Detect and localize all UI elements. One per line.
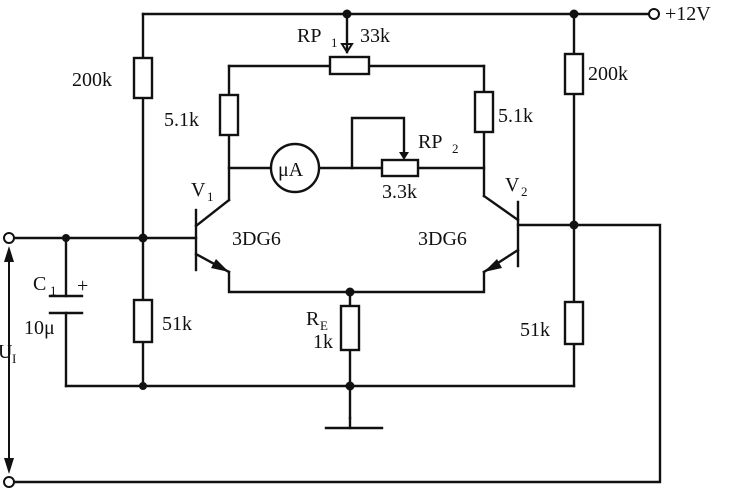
r-51k-left-label: 51k	[162, 313, 192, 335]
resistor-51k-left	[132, 298, 154, 344]
resistor-re	[339, 304, 361, 352]
v1-label: V	[191, 179, 206, 201]
r-200k-right-label: 200k	[588, 63, 628, 85]
rp2-wiper-arrow	[399, 152, 409, 160]
rp1-wiper-arrow	[340, 43, 354, 54]
c1-subscript: 1	[50, 283, 57, 298]
wire	[350, 116, 406, 170]
v1-emitter-arrow	[211, 259, 229, 272]
re-value: 1k	[313, 331, 333, 353]
v2-subscript: 2	[521, 184, 528, 199]
junction-dot	[569, 220, 579, 230]
arrow-up-icon	[4, 246, 14, 262]
rp1-subscript: 1	[331, 35, 338, 50]
supply-label: +12V	[665, 3, 711, 25]
re-subscript: E	[320, 318, 328, 333]
re-label: R	[306, 308, 320, 330]
resistor-51k-right	[563, 300, 585, 346]
rp1-label: RP	[297, 25, 321, 47]
r-200k-left-label: 200k	[72, 69, 112, 91]
input-voltage-subscript: I	[12, 351, 16, 366]
r-51k-right-label: 51k	[520, 319, 550, 341]
resistor-200k-left	[132, 56, 154, 100]
junction-dot	[138, 233, 148, 243]
resistor-5-1k-left	[218, 93, 240, 137]
meter-label: μA	[278, 159, 304, 181]
rp2-label: RP	[418, 131, 442, 153]
c1-label: C	[33, 273, 46, 295]
r-5-1k-right-label: 5.1k	[498, 105, 533, 127]
c1-polarity: +	[77, 275, 88, 297]
microammeter	[269, 142, 321, 194]
v1-collector	[194, 198, 231, 228]
supply-terminal	[648, 8, 660, 20]
t2-type-label: 3DG6	[418, 228, 467, 250]
junction-dot	[569, 9, 579, 19]
potentiometer-rp1	[328, 55, 371, 76]
junction-dot	[345, 381, 355, 391]
t1-type-label: 3DG6	[232, 228, 281, 250]
c1-value: 10μ	[24, 317, 55, 339]
feedback-loop	[12, 223, 662, 484]
resistor-5-1k-right	[473, 90, 495, 134]
v2-label: V	[505, 174, 520, 196]
resistor-200k-right	[563, 52, 585, 96]
r-5-1k-left-label: 5.1k	[164, 109, 199, 131]
emitter-bus	[227, 270, 486, 294]
junction-dot	[345, 287, 355, 297]
v2-emitter-arrow	[484, 259, 502, 272]
potentiometer-rp2	[380, 158, 420, 178]
v2-collector	[482, 194, 520, 222]
junction-dot	[342, 9, 352, 19]
input-voltage-label: U	[0, 341, 13, 363]
input-terminal-bottom	[3, 476, 15, 488]
rp2-subscript: 2	[452, 141, 459, 156]
v1-subscript: 1	[207, 189, 214, 204]
rp2-value: 3.3k	[382, 181, 417, 203]
input-terminal-top	[3, 232, 15, 244]
arrow-down-icon	[4, 458, 14, 474]
rp1-value: 33k	[360, 25, 390, 47]
junction-dot	[139, 382, 147, 390]
transistor-v2	[482, 194, 520, 274]
transistor-v1	[194, 198, 231, 274]
junction-dot	[62, 234, 70, 242]
